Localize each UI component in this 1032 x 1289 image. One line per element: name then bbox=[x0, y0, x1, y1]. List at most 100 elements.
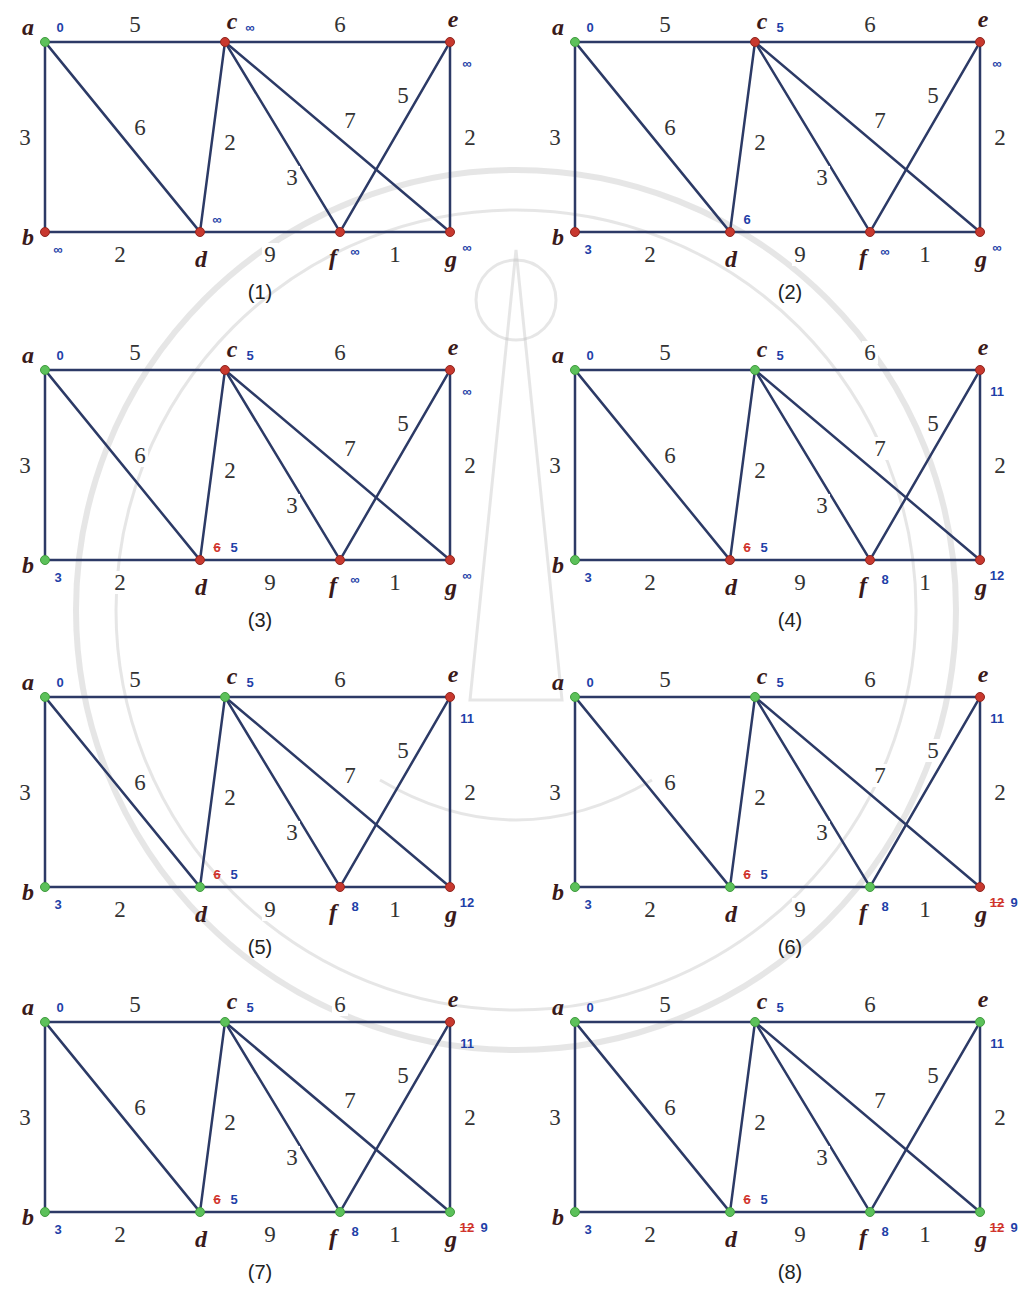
distance-value: 6 bbox=[213, 541, 220, 554]
graph-edge bbox=[758, 1026, 868, 1207]
graph-edge bbox=[731, 47, 755, 227]
edge-weight: 2 bbox=[112, 243, 128, 266]
graph-vertex: d6 bbox=[725, 227, 735, 237]
edge-weight: 2 bbox=[462, 126, 478, 149]
edge-weight: 3 bbox=[547, 126, 563, 149]
graph-edge bbox=[759, 700, 976, 884]
graph-edge bbox=[228, 46, 338, 227]
distance-value: 5 bbox=[760, 1193, 767, 1206]
graph-vertex: b3 bbox=[570, 1207, 580, 1217]
edge-weight: 3 bbox=[814, 494, 830, 517]
edge-weight: 5 bbox=[925, 1064, 941, 1087]
edge-weight: 2 bbox=[992, 1106, 1008, 1129]
graph-vertex: g12 bbox=[975, 555, 985, 565]
graph-edge bbox=[50, 559, 195, 562]
edge-weight: 2 bbox=[112, 1223, 128, 1246]
graph-edge bbox=[759, 1025, 976, 1209]
vertex-name: g bbox=[445, 247, 457, 271]
distance-value: ∞ bbox=[992, 57, 1001, 70]
vertex-name: a bbox=[22, 670, 34, 694]
graph-edge bbox=[50, 886, 195, 889]
graph-edge bbox=[50, 696, 220, 699]
distance-value: 0 bbox=[56, 21, 63, 34]
panel-number: (4) bbox=[778, 610, 802, 630]
distance-value: 9 bbox=[1010, 1221, 1017, 1234]
graph-vertex: c5 bbox=[220, 1017, 230, 1027]
distance-value: 3 bbox=[584, 1223, 591, 1236]
edge-weight: 9 bbox=[792, 243, 808, 266]
distance-value: ∞ bbox=[992, 241, 1001, 254]
graph-edge bbox=[48, 1026, 197, 1208]
distance-value: 0 bbox=[586, 1001, 593, 1014]
graph-edge bbox=[205, 559, 335, 562]
distance-value: 0 bbox=[586, 349, 593, 362]
vertex-name: f bbox=[859, 573, 867, 597]
vertex-name: b bbox=[22, 880, 34, 904]
vertex-name: a bbox=[22, 343, 34, 367]
graph-edge bbox=[875, 1211, 975, 1214]
vertex-name: f bbox=[329, 245, 337, 269]
edge-weight: 9 bbox=[262, 898, 278, 921]
graph-vertex: g129 bbox=[445, 1207, 455, 1217]
graph-edge bbox=[580, 886, 725, 889]
panel-number: (3) bbox=[248, 610, 272, 630]
distance-value: 3 bbox=[584, 243, 591, 256]
edge-weight: 5 bbox=[395, 412, 411, 435]
edge-weight: 7 bbox=[342, 109, 358, 132]
distance-value: 6 bbox=[213, 1193, 220, 1206]
graph-edge bbox=[979, 47, 982, 227]
distance-value: 12 bbox=[990, 896, 1004, 909]
vertex-name: a bbox=[22, 995, 34, 1019]
edge-weight: 9 bbox=[792, 571, 808, 594]
vertex-name: g bbox=[975, 902, 987, 926]
graph-edge bbox=[230, 369, 445, 372]
graph-vertex: g∞ bbox=[445, 555, 455, 565]
graph-vertex: e11 bbox=[975, 692, 985, 702]
vertex-name: d bbox=[725, 247, 737, 271]
graph-vertex: f8 bbox=[865, 555, 875, 565]
edge-weight: 5 bbox=[127, 668, 143, 691]
edge-weight: 5 bbox=[127, 341, 143, 364]
edge-weight: 3 bbox=[547, 454, 563, 477]
vertex-name: d bbox=[195, 902, 207, 926]
distance-value: 11 bbox=[990, 712, 1004, 725]
edge-weight: 3 bbox=[814, 821, 830, 844]
edge-weight: 2 bbox=[992, 454, 1008, 477]
vertex-name: f bbox=[329, 900, 337, 924]
edge-weight: 6 bbox=[662, 444, 678, 467]
graph-edge bbox=[228, 374, 338, 555]
distance-value: ∞ bbox=[462, 57, 471, 70]
vertex-name: g bbox=[445, 902, 457, 926]
graph-vertex: b3 bbox=[570, 882, 580, 892]
graph-edge bbox=[228, 1026, 338, 1207]
graph-edge bbox=[44, 375, 47, 555]
graph-edge bbox=[48, 374, 197, 556]
edge-weight: 2 bbox=[642, 1223, 658, 1246]
edge-weight: 6 bbox=[662, 116, 678, 139]
panel-number: (5) bbox=[248, 937, 272, 957]
graph-vertex: b3 bbox=[570, 555, 580, 565]
vertex-name: f bbox=[329, 1225, 337, 1249]
edge-weight: 1 bbox=[387, 1223, 403, 1246]
graph-edge bbox=[760, 41, 975, 44]
distance-value: 5 bbox=[776, 21, 783, 34]
edge-weight: 3 bbox=[284, 166, 300, 189]
vertex-name: e bbox=[448, 335, 459, 359]
edge-weight: 2 bbox=[222, 459, 238, 482]
vertex-name: e bbox=[978, 987, 989, 1011]
distance-value: 11 bbox=[460, 712, 474, 725]
panel-number: (1) bbox=[248, 282, 272, 302]
vertex-name: c bbox=[227, 337, 238, 361]
graph-vertex: c5 bbox=[220, 365, 230, 375]
distance-value: 5 bbox=[246, 1001, 253, 1014]
graph-edge bbox=[201, 1027, 225, 1207]
graph-edge bbox=[580, 369, 750, 372]
edge-weight: 7 bbox=[872, 764, 888, 787]
distance-value: 0 bbox=[56, 349, 63, 362]
graph-edge bbox=[873, 701, 978, 882]
graph-vertex: d65 bbox=[725, 1207, 735, 1217]
edge-weight: 6 bbox=[332, 668, 348, 691]
vertex-name: c bbox=[757, 664, 768, 688]
distance-value: 12 bbox=[460, 1221, 474, 1234]
distance-value: 3 bbox=[54, 571, 61, 584]
